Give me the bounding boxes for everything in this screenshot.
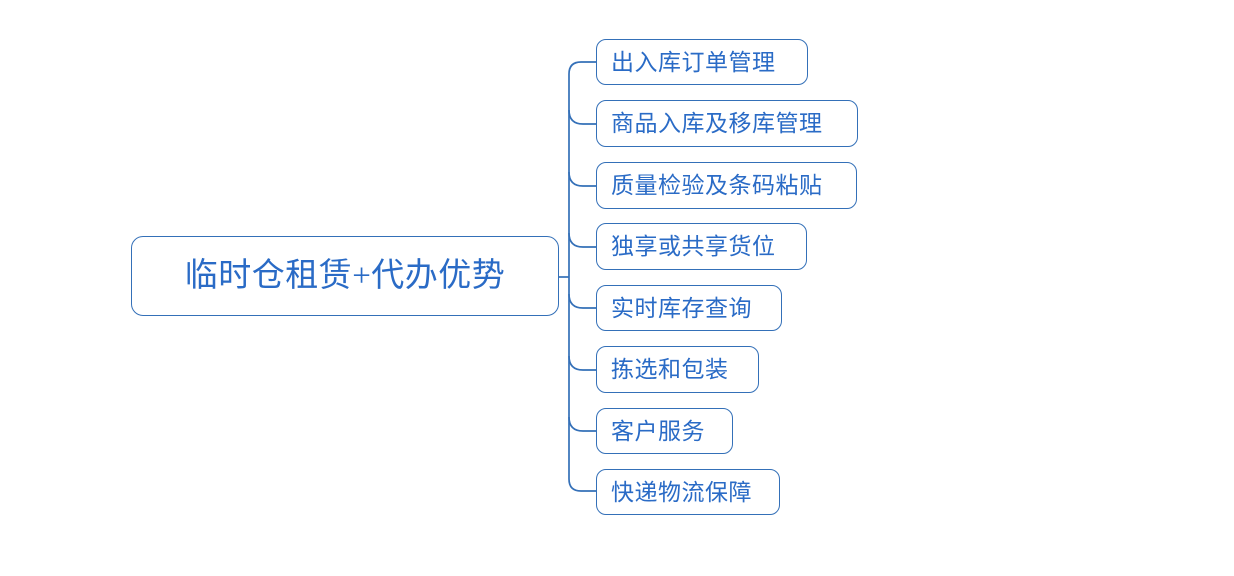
child-node-label: 商品入库及移库管理 xyxy=(611,111,823,136)
child-node[interactable]: 实时库存查询 xyxy=(596,285,782,331)
child-node[interactable]: 质量检验及条码粘贴 xyxy=(596,162,857,209)
branch-connector xyxy=(568,171,596,187)
child-node-label: 出入库订单管理 xyxy=(611,49,776,75)
child-node-label: 拣选和包装 xyxy=(611,357,729,382)
branch-connector xyxy=(568,61,596,75)
branch-connector xyxy=(568,478,596,492)
child-node[interactable]: 独享或共享货位 xyxy=(596,223,807,270)
branch-connector xyxy=(568,416,596,432)
child-node[interactable]: 出入库订单管理 xyxy=(596,39,808,85)
child-node[interactable]: 快递物流保障 xyxy=(596,469,780,515)
child-node-label: 质量检验及条码粘贴 xyxy=(611,173,823,198)
child-node[interactable]: 商品入库及移库管理 xyxy=(596,100,858,147)
branch-connector xyxy=(568,232,596,248)
child-node[interactable]: 拣选和包装 xyxy=(596,346,759,393)
branch-connector xyxy=(568,109,596,125)
child-node-label: 独享或共享货位 xyxy=(611,234,776,259)
branch-connector xyxy=(568,293,596,309)
root-node[interactable]: 临时仓租赁+代办优势 xyxy=(131,236,559,316)
root-node-label: 临时仓租赁+代办优势 xyxy=(184,257,506,294)
child-node-label: 实时库存查询 xyxy=(611,295,752,321)
child-node-label: 客户服务 xyxy=(611,418,705,444)
branch-connector xyxy=(568,355,596,371)
child-node-label: 快递物流保障 xyxy=(611,479,752,505)
child-node[interactable]: 客户服务 xyxy=(596,408,733,454)
